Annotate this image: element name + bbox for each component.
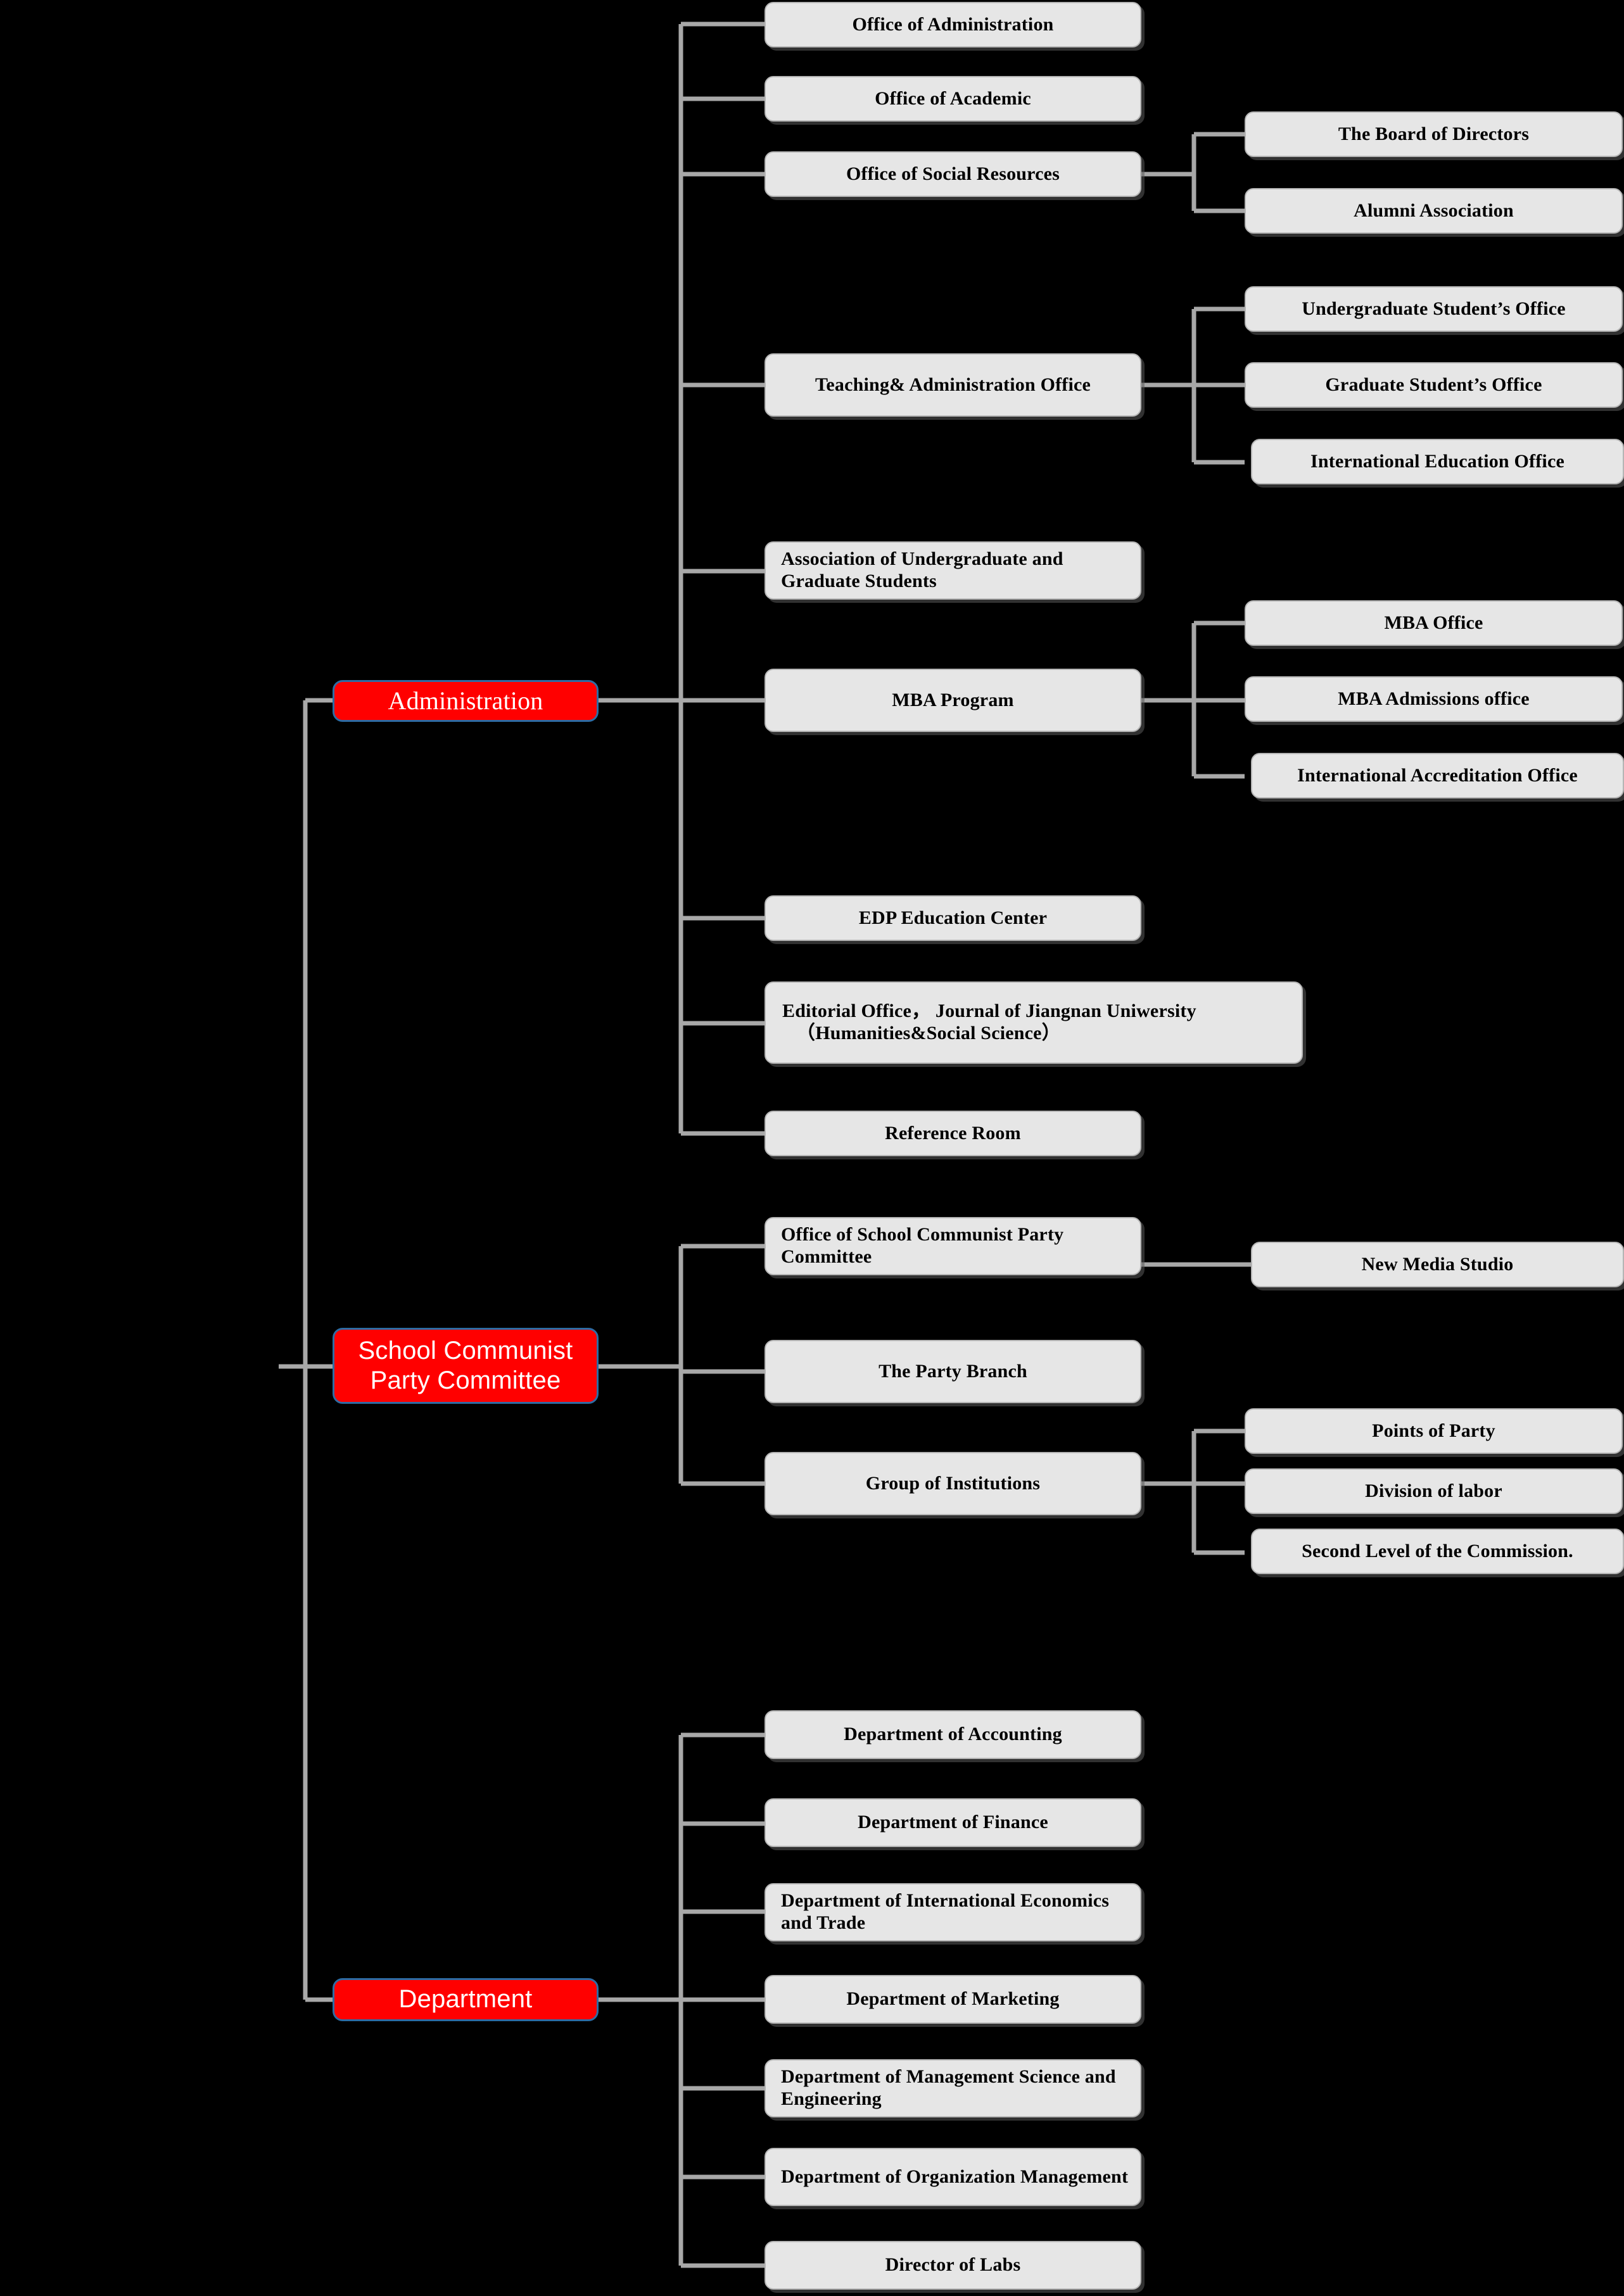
- node-mba-program[interactable]: MBA Program: [764, 669, 1141, 732]
- node-office-of-school-communist-party-committee-label: Office of School Communist Party Committ…: [781, 1224, 1064, 1267]
- node-teaching-administration-office-label: Teaching& Administration Office: [815, 374, 1091, 395]
- node-department-of-finance-label: Department of Finance: [858, 1812, 1048, 1833]
- node-mba-office-label: MBA Office: [1384, 612, 1483, 633]
- node-mba-program-label: MBA Program: [892, 689, 1014, 710]
- node-reference-room[interactable]: Reference Room: [764, 1111, 1141, 1156]
- node-office-of-social-resources-label: Office of Social Resources: [846, 163, 1060, 184]
- node-department-of-accounting-label: Department of Accounting: [844, 1724, 1062, 1745]
- node-graduate-students-office-label: Graduate Student’s Office: [1325, 374, 1542, 395]
- node-edp-education-center[interactable]: EDP Education Center: [764, 895, 1141, 941]
- node-points-of-party[interactable]: Points of Party: [1245, 1408, 1623, 1454]
- node-international-education-office[interactable]: International Education Office: [1251, 439, 1624, 484]
- node-department-of-marketing-label: Department of Marketing: [846, 1988, 1060, 2010]
- node-department-of-organization-management-label: Department of Organization Management: [781, 2166, 1129, 2187]
- node-international-accreditation-office-label: International Accreditation Office: [1297, 764, 1578, 786]
- node-editorial-office-journal[interactable]: Editorial Office， Journal of Jiangnan Un…: [764, 981, 1303, 1064]
- node-department-of-accounting[interactable]: Department of Accounting: [764, 1710, 1141, 1759]
- node-office-of-academic[interactable]: Office of Academic: [764, 76, 1141, 122]
- node-alumni-association[interactable]: Alumni Association: [1245, 188, 1623, 234]
- node-administration-label: Administration: [388, 686, 543, 715]
- node-association-of-undergraduate-and-graduate-students-label: Association of Undergraduate and Graduat…: [781, 548, 1063, 591]
- node-group-of-institutions[interactable]: Group of Institutions: [764, 1452, 1141, 1515]
- node-department[interactable]: Department: [333, 1978, 599, 2021]
- node-office-of-administration-label: Office of Administration: [852, 13, 1054, 35]
- node-the-board-of-directors-label: The Board of Directors: [1338, 123, 1530, 144]
- node-the-party-branch-label: The Party Branch: [879, 1360, 1027, 1382]
- node-department-label: Department: [398, 1985, 533, 2014]
- node-edp-education-center-label: EDP Education Center: [858, 907, 1048, 928]
- node-group-of-institutions-label: Group of Institutions: [865, 1472, 1041, 1494]
- node-department-of-organization-management[interactable]: Department of Organization Management: [764, 2148, 1141, 2206]
- node-second-level-of-the-commission-label: Second Level of the Commission.: [1302, 1540, 1573, 1561]
- node-administration[interactable]: Administration: [333, 680, 599, 722]
- node-undergraduate-students-office[interactable]: Undergraduate Student’s Office: [1245, 286, 1623, 332]
- node-international-accreditation-office[interactable]: International Accreditation Office: [1251, 753, 1624, 798]
- node-the-party-branch[interactable]: The Party Branch: [764, 1340, 1141, 1403]
- node-editorial-office-journal-line2: （Humanities&Social Science）: [796, 1023, 1061, 1044]
- node-department-of-international-economics-and-trade[interactable]: Department of International Economics an…: [764, 1883, 1141, 1941]
- node-alumni-association-label: Alumni Association: [1354, 199, 1514, 221]
- node-editorial-office-journal-line1: Editorial Office， Journal of Jiangnan Un…: [782, 1000, 1196, 1022]
- node-mba-admissions-office-label: MBA Admissions office: [1338, 688, 1530, 709]
- node-director-of-labs-label: Director of Labs: [885, 2254, 1021, 2276]
- node-division-of-labor[interactable]: Division of labor: [1245, 1468, 1623, 1514]
- node-graduate-students-office[interactable]: Graduate Student’s Office: [1245, 362, 1623, 408]
- node-undergraduate-students-office-label: Undergraduate Student’s Office: [1302, 298, 1566, 319]
- node-department-of-management-science-and-engineering-label: Department of Management Science and Eng…: [781, 2066, 1116, 2109]
- node-mba-admissions-office[interactable]: MBA Admissions office: [1245, 676, 1623, 722]
- node-office-of-administration[interactable]: Office of Administration: [764, 2, 1141, 47]
- node-international-education-office-label: International Education Office: [1310, 450, 1564, 472]
- node-office-of-academic-label: Office of Academic: [875, 87, 1031, 109]
- node-reference-room-label: Reference Room: [885, 1122, 1021, 1144]
- node-office-of-social-resources[interactable]: Office of Social Resources: [764, 151, 1141, 197]
- node-department-of-finance[interactable]: Department of Finance: [764, 1798, 1141, 1847]
- node-department-of-management-science-and-engineering[interactable]: Department of Management Science and Eng…: [764, 2059, 1141, 2117]
- node-office-of-school-communist-party-committee[interactable]: Office of School Communist Party Committ…: [764, 1217, 1141, 1275]
- node-points-of-party-label: Points of Party: [1372, 1420, 1495, 1441]
- node-teaching-administration-office[interactable]: Teaching& Administration Office: [764, 353, 1141, 417]
- node-department-of-international-economics-and-trade-label: Department of International Economics an…: [781, 1890, 1110, 1933]
- node-second-level-of-the-commission[interactable]: Second Level of the Commission.: [1251, 1529, 1624, 1574]
- node-the-board-of-directors[interactable]: The Board of Directors: [1245, 111, 1623, 157]
- node-director-of-labs[interactable]: Director of Labs: [764, 2241, 1141, 2290]
- node-new-media-studio[interactable]: New Media Studio: [1251, 1242, 1624, 1287]
- node-association-of-undergraduate-and-graduate-students[interactable]: Association of Undergraduate and Graduat…: [764, 541, 1141, 600]
- node-division-of-labor-label: Division of labor: [1365, 1480, 1502, 1501]
- node-department-of-marketing[interactable]: Department of Marketing: [764, 1975, 1141, 2024]
- node-mba-office[interactable]: MBA Office: [1245, 600, 1623, 646]
- node-new-media-studio-label: New Media Studio: [1361, 1253, 1514, 1275]
